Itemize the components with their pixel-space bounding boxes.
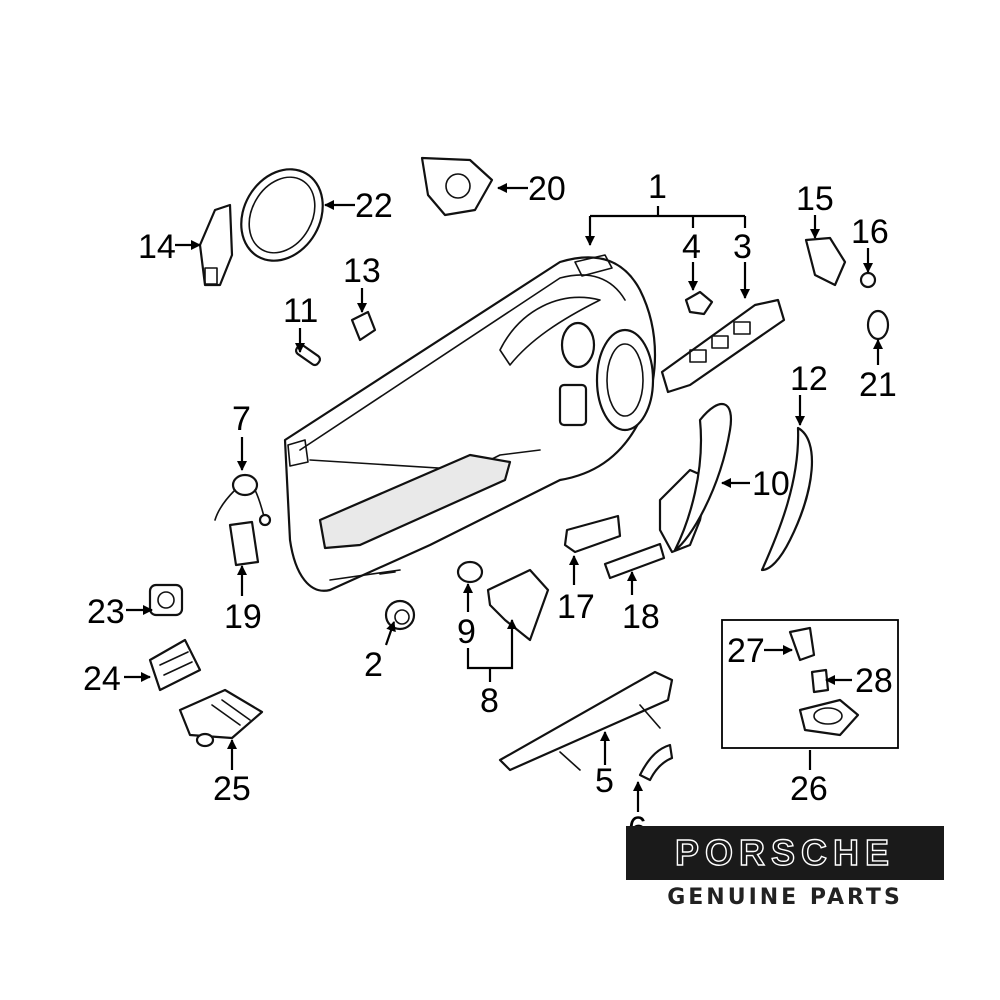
part-11-bolt [294,343,322,367]
part-16-grommet [859,271,877,289]
part-15-housing [804,236,847,287]
part-25-vent-housing [178,688,264,748]
label-18: 18 [622,598,660,636]
part-17-cover [563,514,622,554]
label-7: 7 [232,400,251,438]
leader-lines [124,183,883,812]
label-16: 16 [851,213,889,251]
label-26: 26 [790,770,828,808]
label-21: 21 [859,366,897,404]
part-1-door-panel [283,254,657,592]
label-13: 13 [343,252,381,290]
label-1: 1 [648,168,667,206]
label-27: 27 [727,632,765,670]
part-4-clip [684,290,714,316]
part-20-grille [420,156,494,217]
part-28-bulb [810,668,830,694]
label-19: 19 [224,598,262,636]
part-12-trim-strip [760,426,814,572]
part-labels: 1 2 3 4 5 6 7 8 9 10 11 12 13 14 15 16 1… [83,168,897,848]
part-7-lamp-harness [214,473,272,527]
part-3-switch-panel [660,298,786,394]
part-19-foil [228,520,260,567]
part-6-bracket [638,743,674,782]
label-4: 4 [682,228,701,266]
part-9-nut [456,560,484,584]
label-28: 28 [855,662,893,700]
label-15: 15 [796,180,834,218]
part-5-armrest [498,670,674,772]
label-22: 22 [355,187,393,225]
part-8-pocket [486,568,550,642]
label-5: 5 [595,762,614,800]
label-11: 11 [283,292,318,330]
label-25: 25 [213,770,251,808]
label-17: 17 [557,588,595,626]
part-10-pull-handle [658,402,733,554]
label-3: 3 [733,228,752,266]
part-22-seal-ring [240,168,324,262]
part-24-vent [148,638,202,692]
part-13-cap [350,310,377,342]
label-23: 23 [87,593,125,631]
label-12: 12 [790,360,828,398]
part-27-connector [788,626,816,662]
brand-logo-box: PORSCHE [626,826,944,880]
brand-logo: PORSCHE [674,831,896,873]
label-9: 9 [457,613,476,651]
part-2-grommet [384,599,416,631]
label-10: 10 [752,465,790,503]
part-23-switch [148,583,184,617]
brand-tagline: GENUINE PARTS [667,884,903,910]
part-18-switch [603,542,666,580]
label-20: 20 [528,170,566,208]
label-2: 2 [364,646,383,684]
label-8: 8 [480,682,499,720]
part-26-kit [721,619,899,749]
part-21-cap [866,309,890,341]
part-14-latch-bracket [198,203,234,287]
label-14: 14 [138,228,176,266]
label-24: 24 [83,660,121,698]
